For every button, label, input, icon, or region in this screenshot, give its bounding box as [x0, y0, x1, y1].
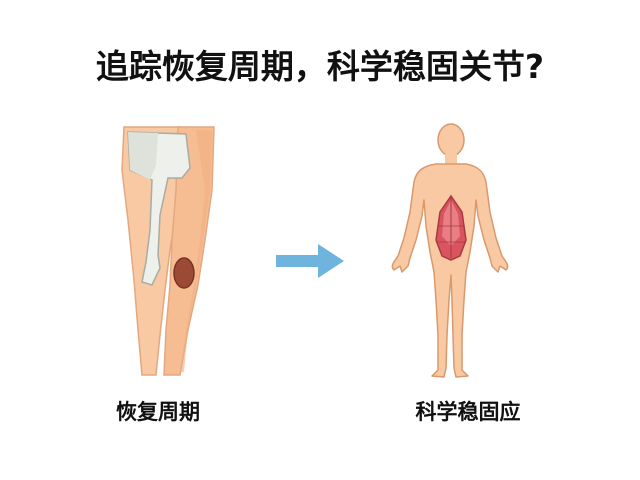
page-title: 追踪恢复周期，科学稳固关节? — [95, 47, 545, 86]
knee-bruise — [173, 257, 195, 289]
recovery-cycle-caption: 恢复周期 — [116, 400, 200, 424]
arrow-right-icon — [276, 244, 344, 278]
scientific-stabilization-caption: 科学稳固应 — [415, 400, 521, 424]
body-silhouette — [391, 163, 509, 378]
human-body-muscle-icon — [391, 123, 509, 378]
right-leg — [163, 126, 215, 376]
leg-knee-icon — [121, 126, 215, 376]
